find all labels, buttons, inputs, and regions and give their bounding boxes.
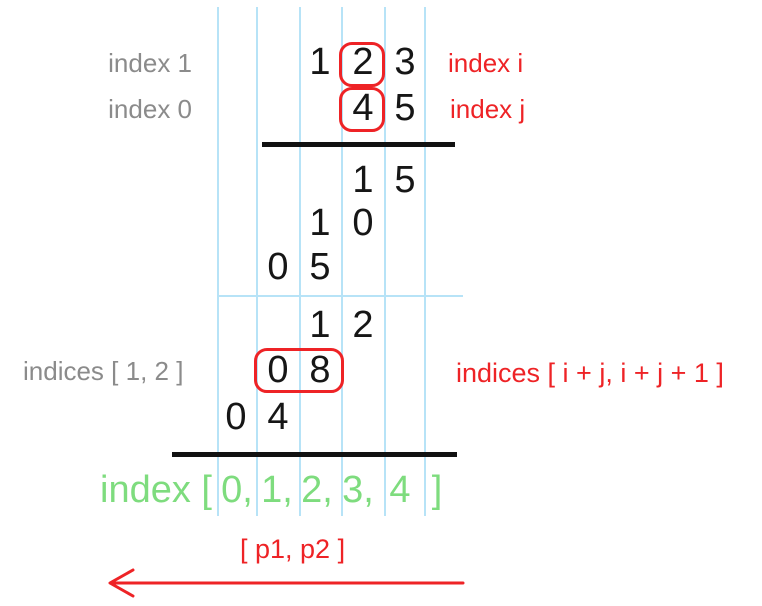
- index-row-item: 1,: [261, 469, 293, 511]
- grid-line-vertical: [299, 7, 301, 516]
- index-row-item: 2,: [301, 469, 333, 511]
- multiplier-digit: 5: [394, 87, 416, 129]
- partial-digit: 1: [352, 159, 374, 201]
- label-index-i: index i: [448, 48, 524, 78]
- label-index-0: index 0: [108, 94, 192, 124]
- highlight-box-digit-j: [339, 87, 385, 132]
- partial-digit: 0: [267, 349, 289, 391]
- multiplier-digit: 4: [352, 87, 374, 129]
- partial-digit: 5: [309, 246, 331, 288]
- label-index-1: index 1: [108, 48, 192, 78]
- partial-digit: 5: [394, 159, 416, 201]
- label-index-j: index j: [450, 94, 526, 124]
- highlight-box-digit-i: [339, 42, 385, 87]
- index-row-item: 4: [389, 469, 411, 511]
- label-indices-1-2: indices [ 1, 2 ]: [23, 356, 184, 386]
- label-indices-i-j: indices [ i + j, i + j + 1 ]: [456, 358, 724, 388]
- multiplicand-digit: 1: [309, 41, 331, 83]
- partial-digit: 1: [309, 202, 331, 244]
- label-p1-p2: [ p1, p2 ]: [240, 534, 346, 564]
- section-divider-line: [217, 295, 463, 297]
- partial-digit: 2: [352, 304, 374, 346]
- partial-digit: 0: [352, 202, 374, 244]
- index-row-prefix: index [: [100, 469, 212, 511]
- grid-line-vertical: [217, 7, 219, 516]
- partial-digit: 0: [225, 396, 247, 438]
- grid-line-vertical: [256, 7, 258, 516]
- grid-line-vertical: [384, 7, 386, 516]
- partial-digit: 0: [267, 246, 289, 288]
- grid-line-vertical: [341, 7, 343, 516]
- index-row-item: 3,: [342, 469, 374, 511]
- grid-line-vertical: [424, 7, 426, 516]
- index-row-suffix: ]: [431, 469, 443, 511]
- index-row-item: 0,: [221, 469, 253, 511]
- multiplicand-digit: 3: [394, 41, 416, 83]
- direction-arrow-left: [108, 568, 465, 598]
- multiplication-rule-line: [262, 142, 455, 147]
- sum-rule-line: [172, 452, 457, 457]
- partial-digit: 1: [309, 304, 331, 346]
- partial-digit: 4: [267, 396, 289, 438]
- multiplicand-digit: 2: [352, 41, 374, 83]
- partial-digit: 8: [309, 349, 331, 391]
- highlight-box-partial-08: [254, 348, 344, 393]
